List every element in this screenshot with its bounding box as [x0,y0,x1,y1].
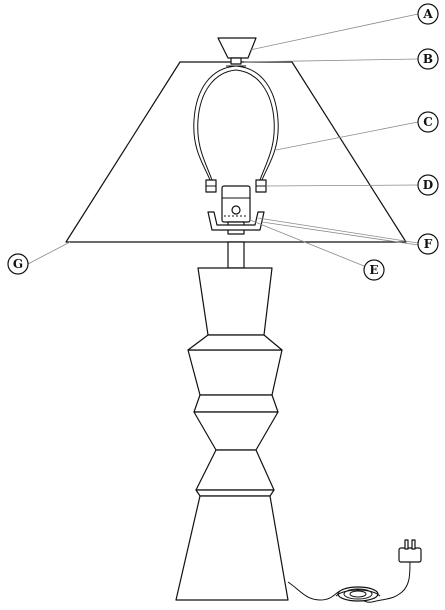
callout-label-a: A [422,7,433,21]
callout-label-e: E [369,263,378,277]
callout-a: A [417,3,439,25]
callout-g: G [7,253,29,275]
finial [217,37,257,59]
callout-b: B [417,48,439,70]
callout-f: F [417,233,439,255]
callout-e: E [363,259,385,281]
harp [193,65,279,181]
lamp-neck [227,241,245,269]
power-cord [287,559,411,603]
callout-label-b: B [423,52,433,66]
harp-sleeves [205,179,267,193]
callout-c: C [417,111,439,133]
plug [398,539,422,563]
lamp-body [175,267,289,601]
callout-label-c: C [423,115,433,129]
harp-bottom-saddle [207,211,265,231]
callout-label-d: D [423,178,433,192]
callout-label-g: G [13,257,23,271]
leader-lines [27,13,419,267]
callout-label-f: F [424,237,433,251]
callout-d: D [417,174,439,196]
